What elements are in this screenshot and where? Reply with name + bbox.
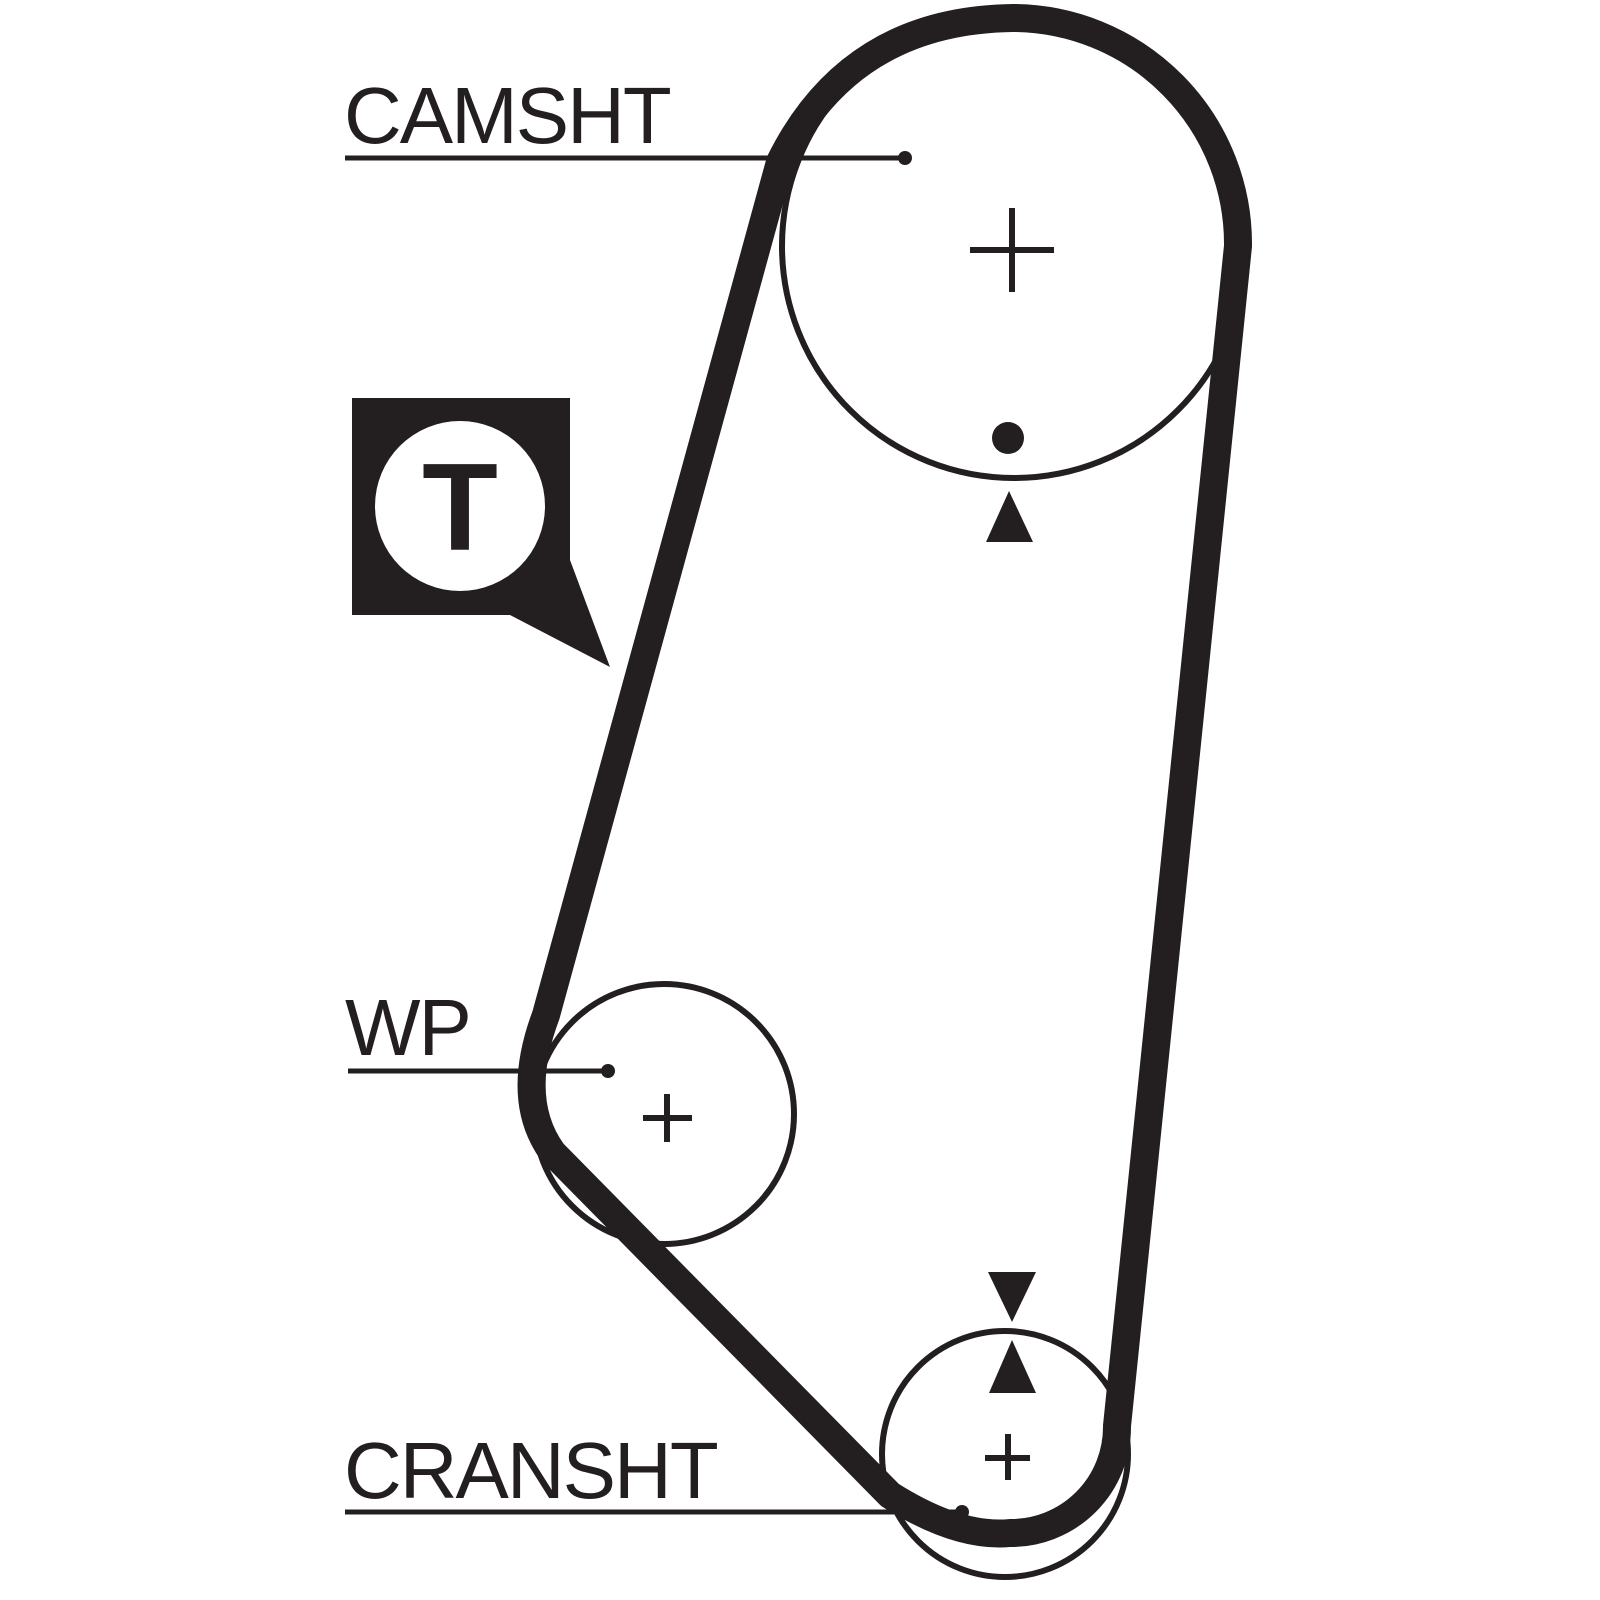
crankshaft-leader-dot	[955, 1505, 969, 1519]
center-cross-icon	[985, 1434, 1030, 1480]
camshaft-pulley	[779, 11, 1249, 481]
timing-mark-triangle-icon	[989, 1340, 1036, 1393]
timing-mark-dot-icon	[992, 422, 1024, 454]
water-pump-pulley	[531, 981, 797, 1247]
camshaft-leader-dot	[898, 151, 912, 165]
camshaft-label: CAMSHT	[344, 71, 671, 160]
water-pump-label: WP	[345, 983, 470, 1072]
crankshaft-pulley	[879, 1328, 1131, 1580]
center-cross-icon	[643, 1094, 692, 1142]
tensioner-t-icon: T	[422, 439, 498, 577]
water-pump-leader-dot	[601, 1064, 615, 1078]
timing-mark-triangle-down-icon	[988, 1272, 1036, 1322]
tensioner-symbol-circle	[375, 421, 545, 591]
crankshaft-label: CRANSHT	[344, 1426, 718, 1515]
timing-mark-triangle-icon	[986, 491, 1033, 542]
center-cross-icon	[970, 208, 1054, 292]
timing-belt	[517, 4, 1253, 1548]
